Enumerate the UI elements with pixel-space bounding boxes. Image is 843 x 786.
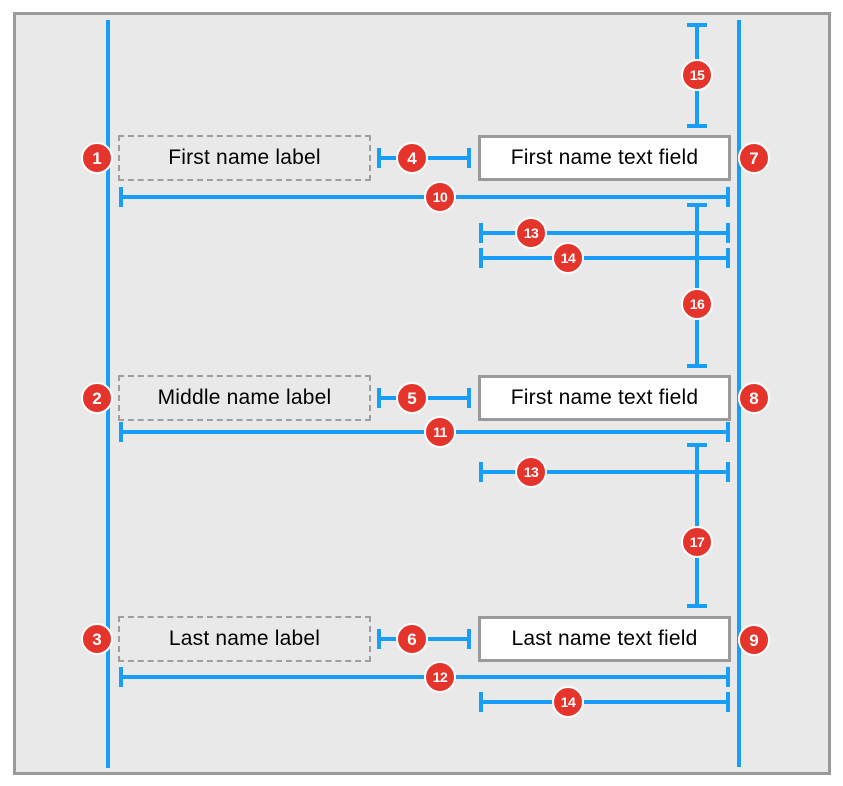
constraint-badge-10: 10 bbox=[424, 181, 456, 213]
constraint-badge-9: 9 bbox=[738, 624, 770, 656]
constraint-badge-14b: 14 bbox=[552, 686, 584, 718]
middle-name-text-field: First name text field bbox=[478, 375, 731, 421]
constraint-badge-17: 17 bbox=[681, 526, 713, 558]
constraint-badge-14a: 14 bbox=[552, 242, 584, 274]
middle-name-label-text: Middle name label bbox=[157, 386, 332, 409]
constraint-badge-13b: 13 bbox=[515, 456, 547, 488]
first-name-text-field: First name text field bbox=[478, 135, 731, 181]
constraint-badge-12: 12 bbox=[424, 661, 456, 693]
field-width-line-13b bbox=[479, 462, 730, 482]
vertical-spacing-line-16 bbox=[687, 203, 707, 368]
last-name-label: Last name label bbox=[118, 616, 371, 662]
constraint-badge-4: 4 bbox=[396, 142, 428, 174]
field-width-line-14b bbox=[479, 692, 730, 712]
middle-name-text-field-text: First name text field bbox=[510, 386, 699, 409]
constraint-badge-7: 7 bbox=[738, 142, 770, 174]
constraint-badge-15: 15 bbox=[681, 59, 713, 91]
constraint-badge-13a: 13 bbox=[515, 217, 547, 249]
first-name-label-text: First name label bbox=[168, 146, 321, 169]
last-name-text-field: Last name text field bbox=[478, 616, 731, 662]
constraint-badge-6: 6 bbox=[396, 623, 428, 655]
constraint-badge-5: 5 bbox=[396, 382, 428, 414]
constraint-badge-2: 2 bbox=[81, 382, 113, 414]
first-name-label: First name label bbox=[118, 135, 371, 181]
constraint-badge-16: 16 bbox=[681, 288, 713, 320]
vertical-spacing-line-17 bbox=[687, 443, 707, 608]
constraint-badge-1: 1 bbox=[81, 142, 113, 174]
first-name-text-field-text: First name text field bbox=[510, 146, 699, 169]
field-width-line-14a bbox=[479, 248, 730, 268]
last-name-text-field-text: Last name text field bbox=[511, 627, 698, 650]
constraint-badge-8: 8 bbox=[738, 382, 770, 414]
field-width-line-13a bbox=[479, 223, 730, 243]
constraint-badge-3: 3 bbox=[81, 623, 113, 655]
constraint-badge-11: 11 bbox=[424, 416, 456, 448]
last-name-label-text: Last name label bbox=[168, 627, 321, 650]
middle-name-label: Middle name label bbox=[118, 375, 371, 421]
